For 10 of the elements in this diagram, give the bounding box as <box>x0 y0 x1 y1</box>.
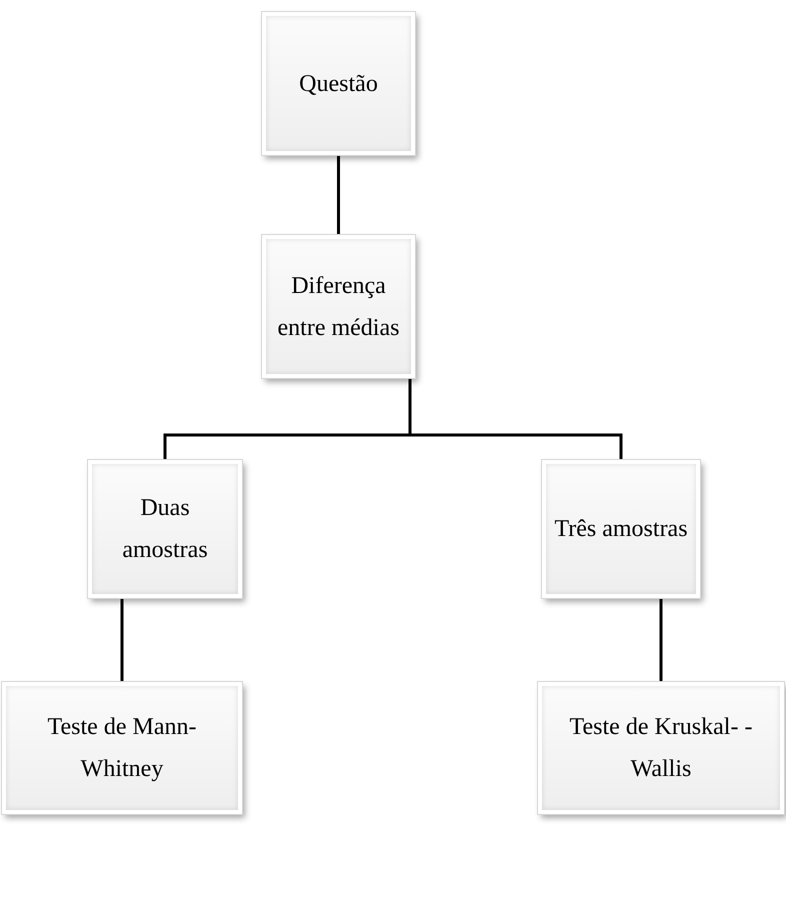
box-label: Três amostras <box>554 515 688 544</box>
box-label: Questão <box>299 70 378 98</box>
connector-line <box>408 378 622 460</box>
connector-line <box>337 155 340 235</box>
box-label: Teste de Kruskal- -Wallis <box>568 713 754 784</box>
box-label: Duas amostras <box>121 494 209 565</box>
connector-line <box>120 598 124 682</box>
box-label: Diferença entre médias <box>276 272 400 342</box>
connector-line <box>660 598 662 682</box>
box-label: Teste de Mann-Whitney <box>46 713 198 784</box>
